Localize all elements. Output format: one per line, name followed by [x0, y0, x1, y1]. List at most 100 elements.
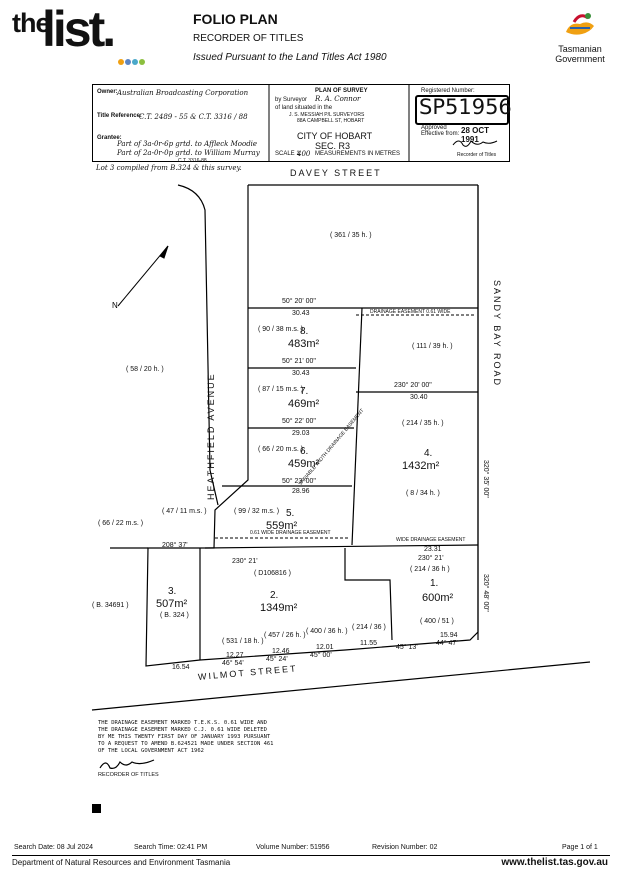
ref-400a: ( 400 / 36 h. )	[306, 628, 348, 635]
page-subtitle: RECORDER OF TITLES	[193, 33, 304, 44]
search-date: Search Date: 08 Jul 2024	[14, 844, 93, 851]
lot-2: ( D106816 ) 2. 1349m²	[250, 570, 297, 614]
wilmot-bearing-2: 45° 24'	[266, 656, 288, 663]
note-line: THE DRAINAGE EASEMENT MARKED T.E.K.S. 0.…	[98, 720, 267, 726]
lot-number: 4.	[424, 448, 433, 459]
volume-number: Volume Number: 51956	[256, 844, 330, 851]
approved-label: Approved	[421, 125, 447, 131]
title-ref-label: Title Reference:	[97, 113, 142, 119]
amendment-note: THE DRAINAGE EASEMENT MARKED T.E.K.S. 0.…	[98, 720, 274, 755]
site-url[interactable]: www.thelist.tas.gov.au	[501, 857, 608, 868]
wilmot-bearing-4: 45° 13'	[396, 644, 418, 651]
lot-5: ( 99 / 32 m.s. ) 5. 559m²	[234, 508, 297, 532]
owner-label: Owner:	[97, 89, 118, 95]
measurements-note: MEASUREMENTS IN METRES	[315, 151, 401, 157]
effective-label: Effective from:	[421, 131, 460, 137]
lot-area: 600m²	[422, 592, 454, 604]
lot-area: 469m²	[288, 398, 320, 410]
logo-dots	[118, 52, 146, 70]
lot-number: 3.	[168, 586, 177, 597]
owner-value: Australian Broadcasting Corporation	[117, 89, 249, 97]
wilmot-bearing-5: 44° 47'	[436, 640, 458, 647]
surveyor-firm-2: 88A CAMPBELL ST, HOBART	[297, 118, 365, 124]
bearing-lot2: 230° 21'	[232, 558, 258, 565]
lot-4: ( 214 / 35 h. ) 4. 1432m²	[402, 420, 444, 472]
ref-8-34: ( 8 / 34 h. )	[406, 490, 440, 497]
lot-ref: ( 66 / 20 m.s. )	[258, 446, 304, 453]
lot-area: 459m²	[288, 458, 320, 470]
logo-dot	[132, 59, 138, 65]
logo-dot	[139, 59, 145, 65]
plan-of-survey: PLAN OF SURVEY	[315, 88, 368, 94]
surveyor-label: by Surveyor	[275, 97, 308, 103]
lot-area: 1432m²	[402, 460, 440, 472]
wilmot-dist-2: 12.27	[226, 652, 244, 659]
lot-area: 507m²	[156, 598, 188, 610]
act-line: Issued Pursuant to the Land Titles Act 1…	[193, 52, 387, 63]
tas-gov-logo: Tasmanian Government	[540, 8, 620, 64]
corner-mark	[92, 804, 101, 813]
bearing-lot5: 50° 23' 00"	[282, 478, 316, 485]
lot-ref: ( 99 / 32 m.s. )	[234, 508, 280, 515]
lot-6: ( 66 / 20 m.s. ) 6. 459m²	[258, 446, 319, 470]
page-title: FOLIO PLAN	[193, 11, 278, 27]
lot-8: ( 90 / 38 m.s. ) 8. 483m²	[258, 326, 319, 350]
title-ref-value: C.T. 2489 - 55 & C.T. 3316 / 88	[139, 113, 248, 121]
left-lot-ref3: ( 66 / 22 m.s. )	[98, 520, 144, 527]
bearing-lot7: 50° 21' 00"	[282, 358, 316, 365]
easement-label-2: 0.61 WIDE DRAINAGE EASEMENT	[250, 530, 331, 536]
heathfield-label: HEATHFIELD AVENUE	[206, 372, 216, 500]
wilmot-dist-6: 15.94	[440, 632, 458, 639]
lot2-north	[204, 544, 479, 549]
distance-lot7: 30.43	[292, 370, 310, 377]
dept-name: Department of Natural Resources and Envi…	[12, 858, 231, 867]
grantee-line1: Part of 3a-0r-6p grtd. to Affleck Moodie	[117, 140, 258, 148]
distance-lot6: 29.03	[292, 430, 310, 437]
note-line: BY ME THIS TWENTY FIRST DAY OF JANUARY 1…	[98, 734, 271, 740]
wilmot-dist-1: 16.54	[172, 664, 190, 671]
logo-the: the	[12, 8, 50, 38]
lot-ref: ( 214 / 36 h )	[410, 566, 450, 573]
lot-ref: ( 87 / 15 m.s. )	[258, 386, 304, 393]
lot-number: 1.	[430, 578, 439, 589]
ref-214: ( 214 / 36 )	[352, 624, 386, 631]
surveyor-firm-1: J. S. MESSIAH P/L SURVEYORS	[289, 112, 365, 118]
lot-1: ( 214 / 36 h ) 1. 600m²	[410, 566, 453, 604]
north-arrow-icon	[117, 245, 169, 307]
wilmot-edge	[91, 661, 591, 711]
note-line: OF THE LOCAL GOVERNMENT ACT 1962	[98, 748, 204, 754]
search-time: Search Time: 02:41 PM	[134, 844, 208, 851]
bearing-sandy2: 320° 48' 00"	[482, 574, 489, 612]
registered-label: Registered Number:	[421, 88, 475, 94]
lot-ref: ( 90 / 38 m.s. )	[258, 326, 304, 333]
bearing-road: 208° 37'	[162, 542, 188, 549]
logo-list: list.	[42, 1, 116, 57]
ref-457: ( 457 / 26 h. )	[264, 632, 306, 639]
page-number: Page 1 of 1	[562, 844, 598, 851]
lot-ref: ( 214 / 35 h. )	[402, 420, 444, 427]
top-lot-ref: ( 361 / 35 h. )	[330, 232, 372, 239]
land-label: of land situated in the	[275, 105, 333, 111]
city-name: CITY OF HOBART	[297, 131, 373, 141]
bearing-lot8: 50° 20' 00"	[282, 298, 316, 305]
lot-area: 1349m²	[260, 602, 298, 614]
davey-street-label: DAVEY STREET	[290, 168, 382, 178]
sandy-bay-label: SANDY BAY ROAD	[492, 280, 502, 388]
easement-label-4: WIDE DRAINAGE EASEMENT	[396, 537, 466, 543]
grantee-line2: Part of 2a-0r-0p grtd. to William Murray	[117, 149, 260, 157]
bearing-lot6: 50° 22' 00"	[282, 418, 316, 425]
ref-400b: ( 400 / 51 )	[420, 618, 454, 625]
scale-label: SCALE 1:	[275, 151, 302, 157]
reg-number: SP51956	[419, 95, 512, 119]
wilmot-bearing-1: 46° 54'	[222, 660, 244, 667]
block-outline	[145, 185, 479, 667]
bearing-lot4: 230° 20' 00"	[394, 382, 432, 389]
distance-lot4: 30.40	[410, 394, 428, 401]
lot-number: 2.	[270, 590, 279, 601]
note-line: THE DRAINAGE EASEMENT MARKED C.J. 0.61 W…	[98, 727, 267, 733]
note-signature-label: RECORDER OF TITLES	[98, 772, 159, 778]
lot-number: 7.	[300, 386, 309, 397]
ref-b324: ( B. 324 )	[160, 612, 189, 619]
gov-line2: Government	[555, 54, 605, 64]
heathfield-west-edge	[177, 184, 219, 506]
